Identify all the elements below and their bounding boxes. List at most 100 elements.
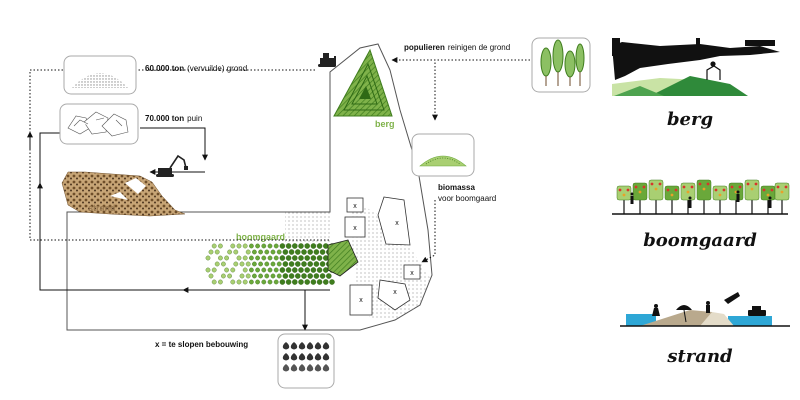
orchard-tree: [298, 279, 304, 285]
orchard-panel-person-icon: [736, 190, 740, 202]
orchard-tree: [285, 255, 292, 261]
orchard-tree: [249, 279, 254, 285]
orchard-tree: [273, 267, 279, 273]
demolition-mark: x: [395, 220, 399, 227]
orchard-tree: [205, 267, 211, 273]
orchard-tree: [236, 279, 242, 285]
orchard-tree: [249, 255, 254, 261]
orchard-tree: [218, 243, 223, 249]
fruit-icon: [322, 353, 330, 361]
orchard-tree: [316, 255, 323, 261]
orchard-tree: [319, 249, 326, 255]
building: [349, 284, 373, 316]
orchard-tree: [267, 243, 273, 249]
orchard-tree: [310, 255, 317, 261]
strand-umbrella-icon: [676, 305, 692, 323]
fruit-icon: [298, 342, 306, 350]
strand-dune: [640, 310, 724, 326]
produce-box: [277, 333, 335, 389]
building: [346, 197, 364, 213]
orchard-tree: [208, 249, 214, 255]
orchard-tree: [230, 279, 236, 285]
strand-sea-left: [626, 314, 656, 326]
orchard-tree: [316, 243, 323, 249]
orchard-panel-tree: [728, 182, 744, 214]
buildings: [344, 196, 421, 316]
orchard-tree: [282, 273, 289, 279]
fruit-icon: [298, 353, 306, 361]
orchard-tree: [270, 273, 276, 279]
orchard-edge-block: [327, 239, 359, 277]
orchard-tree: [307, 273, 313, 279]
orchard-tree: [319, 261, 326, 267]
orchard-tree: [292, 279, 298, 285]
orchard-tree: [298, 243, 304, 249]
berg-hill-dark: [650, 76, 748, 96]
building: [377, 279, 411, 311]
orchard-tree: [233, 249, 239, 255]
orchard-tree: [301, 261, 307, 267]
flow-puin-down: [140, 127, 208, 161]
orchard-tree: [304, 255, 310, 261]
orchard-tree: [310, 243, 317, 249]
orchard-tree: [304, 243, 310, 249]
orchard-tree: [316, 279, 323, 285]
orchard-tree: [304, 279, 310, 285]
puin-box: [59, 103, 139, 145]
flow-lines: [27, 57, 530, 331]
orchard-tree: [214, 249, 220, 255]
orchard-tree: [298, 267, 304, 273]
orchard-tree: [273, 243, 279, 249]
orchard-tree: [316, 267, 323, 273]
orchard-panel-tree: [664, 185, 680, 214]
orchard-tree: [301, 249, 307, 255]
orchard-tree: [221, 273, 226, 279]
orchard-tree: [211, 243, 217, 249]
orchard-tree: [282, 249, 289, 255]
orchard-tree: [307, 249, 313, 255]
orchard-tree: [252, 261, 257, 267]
boomgaard-panel: boomgaard: [612, 179, 790, 251]
fruit-icon: [290, 364, 298, 372]
fruit-icon: [322, 342, 330, 350]
orchard-tree: [292, 243, 298, 249]
orchard-tree: [258, 273, 263, 279]
fruit-icon: [282, 353, 290, 361]
orchard-panel-person-icon: [768, 196, 772, 208]
strand-panel: strand: [620, 292, 790, 367]
orchard-tree: [205, 255, 211, 261]
orchard-tree: [279, 255, 286, 261]
orchard-tree: [242, 255, 248, 261]
orchard-tree: [233, 261, 239, 267]
orchard-tree: [276, 261, 282, 267]
orchard-tree: [245, 261, 251, 267]
orchard-tree: [307, 261, 313, 267]
boomgaard-zone: [205, 243, 335, 285]
orchard-tree: [211, 279, 217, 285]
orchard-tree: [255, 267, 260, 273]
demolition-mark: x: [359, 297, 363, 304]
demolition-mark: x: [410, 270, 414, 277]
fruit-icon: [322, 364, 330, 372]
orchard-tree: [236, 243, 242, 249]
orchard-tree: [252, 249, 257, 255]
orchard-tree: [313, 273, 320, 279]
demolition-mark: x: [353, 225, 357, 232]
orchard-tree: [288, 249, 295, 255]
biomassa-title: biomassa: [438, 183, 475, 192]
orchard-tree: [258, 249, 263, 255]
orchard-tree: [323, 279, 329, 285]
orchard-tree: [264, 261, 270, 267]
orchard-tree: [227, 249, 232, 255]
orchard-tree: [218, 255, 223, 261]
flow-biomassa-return: [421, 200, 436, 263]
excavator-icon: [156, 154, 188, 177]
berg-figure-icon: [706, 61, 721, 80]
orchard-tree: [264, 273, 270, 279]
orchard-tree: [218, 279, 223, 285]
orchard-tree: [288, 261, 295, 267]
demolition-mark: x: [353, 203, 357, 210]
berg-hill-mid: [614, 86, 664, 96]
orchard-tree: [261, 255, 267, 261]
